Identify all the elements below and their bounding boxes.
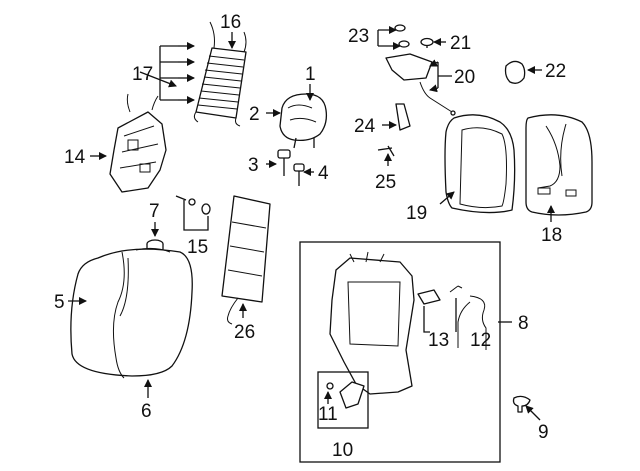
callout-19: 19: [406, 203, 427, 224]
retainer-part: [512, 395, 531, 413]
callout-10: 10: [332, 440, 353, 461]
spring-grid-part: [193, 21, 247, 127]
callout-26: 26: [234, 322, 255, 343]
callout-8: 8: [518, 313, 529, 334]
callout-11: 11: [318, 404, 338, 425]
headrest-guide-parts: [277, 149, 305, 186]
callout-4: 4: [318, 163, 329, 184]
callout-13: 13: [428, 330, 449, 351]
hardware-parts: [385, 24, 456, 116]
callout-labels: 1 2 3 4 5 6 7 8 9 10 11 12 13 14 15 16 1…: [54, 12, 566, 461]
callout-25: 25: [375, 172, 396, 193]
clip-parts: [175, 195, 211, 215]
callout-15: 15: [187, 237, 208, 258]
callout-7: 7: [149, 201, 160, 222]
seat-back-cover-part: [70, 247, 193, 379]
seat-frame-bracket-part: [109, 93, 167, 193]
brackets-part: [377, 103, 411, 157]
callout-1: 1: [305, 64, 316, 85]
callout-18: 18: [541, 225, 562, 246]
callout-2: 2: [249, 104, 260, 125]
callout-20: 20: [454, 67, 475, 88]
callout-14: 14: [64, 147, 86, 168]
callout-12: 12: [470, 330, 491, 351]
callout-23: 23: [348, 26, 369, 47]
callout-5: 5: [54, 292, 65, 313]
callout-22: 22: [545, 61, 566, 82]
back-board-part: [525, 114, 593, 216]
headrest-part: [279, 93, 328, 149]
callout-3: 3: [248, 155, 259, 176]
heater-pad-part: [221, 195, 271, 325]
callout-17: 17: [132, 64, 153, 85]
seat-frame-assembly-box: [299, 241, 501, 463]
leader-lines: [68, 26, 555, 421]
trim-cover-part: [504, 60, 526, 84]
callout-24: 24: [354, 116, 376, 137]
callout-16: 16: [220, 12, 241, 33]
callout-21: 21: [450, 33, 471, 54]
callout-9: 9: [538, 422, 549, 443]
callout-6: 6: [141, 401, 152, 422]
rear-panel-part: [444, 114, 516, 214]
